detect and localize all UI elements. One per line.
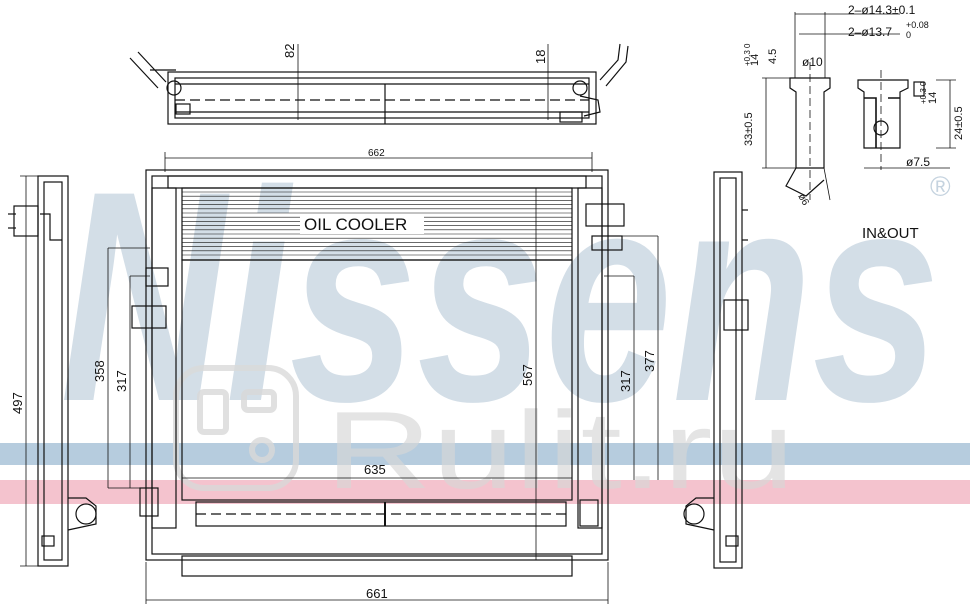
oil-cooler-label: OIL COOLER bbox=[304, 215, 407, 234]
dim-fitting-dia-outer: 2–ø14.3±0.1 bbox=[848, 3, 916, 17]
dim-fitting-dia-inner: 2–ø13.7 bbox=[848, 25, 892, 39]
dim-height-377: 377 bbox=[642, 350, 657, 372]
left-side-view bbox=[8, 175, 97, 567]
dim-core-width-top: 662 bbox=[368, 148, 385, 159]
dim-core-height: 567 bbox=[520, 364, 535, 386]
dim-height-317-right: 317 bbox=[618, 370, 633, 392]
oil-cooler-label-box bbox=[300, 214, 424, 234]
dim-top-view-height: 82 bbox=[282, 44, 297, 58]
front-view bbox=[107, 152, 659, 604]
dim-fitting-14-left-tol: +0.3 0 bbox=[743, 43, 752, 66]
dim-overall-height: 497 bbox=[10, 392, 25, 414]
right-side-view bbox=[683, 171, 749, 569]
dim-fitting-dia-7-5: ø7.5 bbox=[906, 155, 930, 169]
dim-height-358: 358 bbox=[92, 360, 107, 382]
in-out-label: IN&OUT bbox=[862, 225, 919, 242]
fitting-detail bbox=[762, 12, 956, 201]
dim-fitting-dia-6: ø6 bbox=[795, 192, 811, 208]
dim-fitting-14-right: 14 bbox=[927, 92, 939, 104]
dim-fitting-dia-inner-tol-lower: 0 bbox=[906, 30, 911, 40]
watermark-brand: Nissens bbox=[60, 128, 940, 464]
dim-fitting-24: 24±0.5 bbox=[953, 106, 965, 140]
dim-fitting-dia-inner-tol-upper: +0.08 bbox=[906, 20, 929, 30]
dim-fitting-14-left: 14 bbox=[749, 54, 761, 66]
top-view bbox=[129, 43, 629, 125]
watermark-site: Rulit.ru bbox=[325, 389, 795, 512]
dim-core-width-inner: 635 bbox=[364, 462, 386, 477]
dim-fitting-dia-10: ø10 bbox=[802, 55, 823, 69]
watermark-band-blue bbox=[0, 443, 970, 465]
dim-width-bottom: 661 bbox=[366, 586, 388, 601]
dim-fitting-14-right-tol: +0.3 0 bbox=[919, 81, 928, 104]
dim-fitting-4-5: 4.5 bbox=[767, 49, 779, 64]
dim-fitting-33: 33±0.5 bbox=[743, 112, 755, 146]
dim-height-317-left: 317 bbox=[114, 370, 129, 392]
dim-top-view-small: 18 bbox=[533, 50, 548, 64]
watermark-registered-mark: ® bbox=[930, 171, 951, 202]
